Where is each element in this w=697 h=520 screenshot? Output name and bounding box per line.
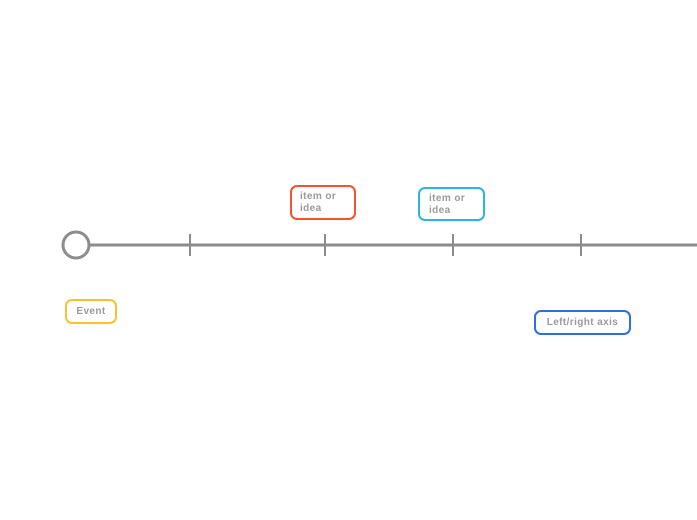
node-item-or-idea-2[interactable]: item or idea — [418, 187, 485, 221]
node-label: Left/right axis — [546, 316, 619, 328]
node-item-or-idea-1[interactable]: item or idea — [290, 185, 356, 220]
timeline-origin-node[interactable] — [61, 230, 91, 260]
node-label: item or idea — [300, 191, 337, 214]
node-label: Event — [76, 305, 106, 317]
node-label: item or idea — [429, 193, 466, 216]
node-event[interactable]: Event — [65, 299, 117, 324]
node-left-right-axis[interactable]: Left/right axis — [534, 310, 631, 335]
